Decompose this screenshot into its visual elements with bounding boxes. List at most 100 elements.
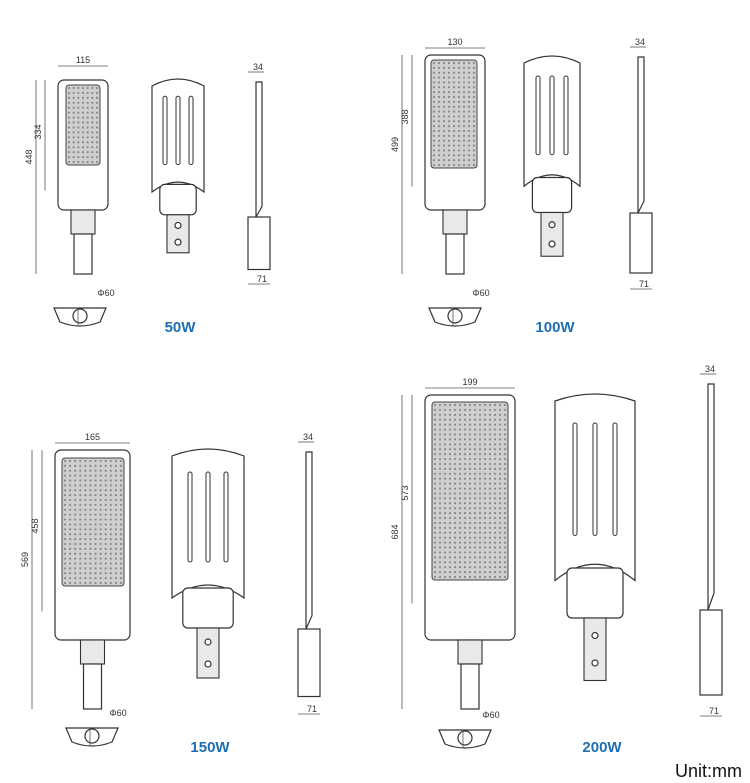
led-dot [468,428,472,431]
led-dot [463,551,467,554]
led-dot [104,518,107,521]
back-cover [159,183,197,216]
led-dot [453,433,457,436]
led-dot [493,502,497,505]
led-dot [448,551,452,554]
led-dot [433,413,437,416]
led-dot [74,528,77,531]
led-dot [478,512,482,515]
led-dot [433,497,437,500]
led-dot [458,457,462,461]
led-dot [493,418,497,421]
led-dot [453,413,457,416]
led-dot [498,408,502,412]
led-dot [457,159,461,162]
led-dot [432,115,436,118]
led-dot [438,403,442,407]
led-dot [63,542,67,546]
led-dot [493,551,497,554]
led-dot [433,541,437,544]
led-dot [84,557,87,560]
led-dot [458,438,462,441]
led-dot [94,494,97,497]
led-dot [462,115,466,118]
led-dot [119,479,123,482]
led-dot [467,81,471,84]
led-dot [114,484,118,487]
led-dot [114,508,118,511]
led-dot [109,474,112,477]
led-dot [478,423,482,426]
pole-sleeve [73,233,93,275]
led-dot [498,477,502,480]
led-dot [119,523,123,526]
led-dot [458,467,462,470]
led-dot [498,443,502,446]
led-dot [438,487,442,490]
led-dot [468,418,472,421]
led-dot [478,457,482,461]
led-dot [493,531,497,534]
led-dot [433,433,437,436]
led-dot [433,487,437,490]
led-dot [433,526,437,529]
led-dot [79,542,82,546]
led-dot [473,428,477,431]
led-dot [478,566,482,569]
led-dot [478,526,482,529]
led-dot [483,492,487,495]
led-dot [91,160,94,164]
led-dot [478,453,482,456]
led-dot [463,526,467,529]
led-dot [89,518,92,521]
led-dot [472,105,476,108]
led-dot [483,413,487,416]
led-dot [114,577,118,580]
led-dot [478,546,482,549]
side-thickness-label: 34 [705,364,715,374]
led-dot [68,523,72,526]
led-dot [104,572,107,575]
led-dot [109,567,112,570]
led-dot [433,516,437,520]
led-dot [438,521,442,525]
led-dot [478,502,482,505]
led-dot [453,497,457,500]
led-dot [67,111,71,114]
led-dot [99,581,102,585]
led-dot [453,570,457,574]
led-dot [442,134,446,137]
led-dot [63,533,67,536]
led-dot [94,533,97,536]
led-dot [119,537,123,541]
led-dot [458,570,462,574]
cooling-fin [612,422,618,536]
led-dot [84,542,87,546]
led-dot [467,144,471,147]
led-dot [74,577,77,580]
led-dot [94,484,97,487]
led-dot [77,111,80,114]
led-dot [432,91,436,94]
led-dot [114,503,118,507]
diameter-label: Φ60 [109,708,126,718]
led-dot [89,489,92,492]
led-dot [443,443,447,446]
led-dot [438,575,442,579]
led-dot [462,129,466,133]
led-dot [463,472,467,475]
led-dot [488,453,492,456]
led-dot [448,570,452,574]
led-dot [447,81,451,84]
led-dot [74,484,77,487]
led-dot [478,492,482,495]
led-dot [119,494,123,497]
led-dot [99,498,102,502]
led-dot [462,86,466,89]
led-dot [94,459,97,463]
led-dot [81,111,85,114]
led-dot [437,105,441,108]
led-dot [438,556,442,559]
led-dot [443,438,447,441]
